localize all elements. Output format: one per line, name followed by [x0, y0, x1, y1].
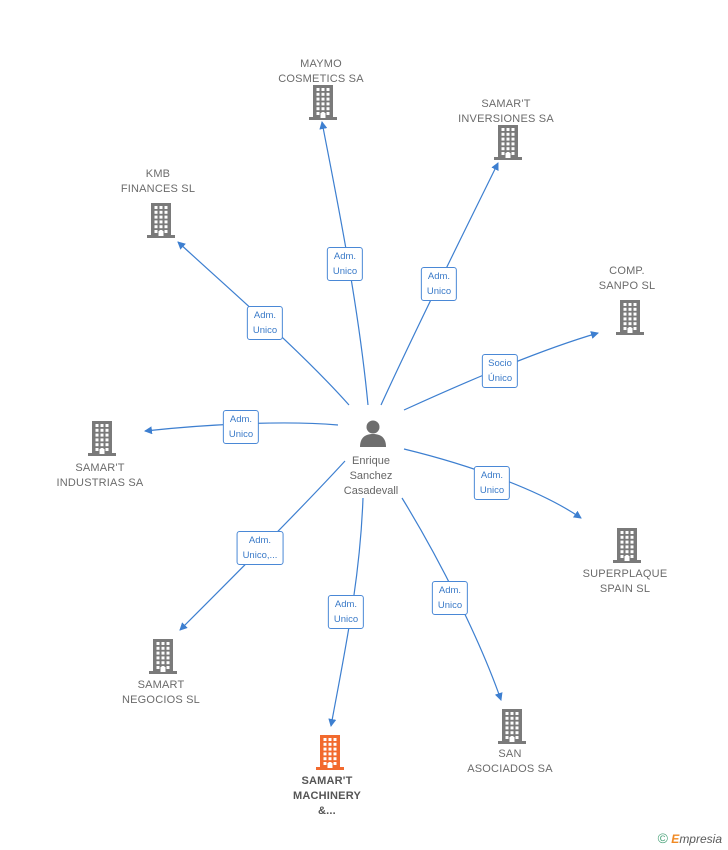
company-label: SAMAR'T INVERSIONES SA [458, 98, 554, 125]
brand-name: mpresia [679, 832, 722, 846]
company-label: SAN ASOCIADOS SA [467, 748, 553, 775]
person-icon [360, 420, 386, 447]
brand-initial: E [671, 832, 680, 846]
relationship-label-samart-inversiones: Adm. Unico [420, 267, 458, 301]
relationship-label-superplaque: Adm. Unico [473, 466, 511, 500]
copyright-symbol: © [657, 830, 668, 846]
brand-watermark: © Empresia [658, 830, 722, 846]
building-icon [494, 125, 522, 160]
relationship-label-san-asociados: Adm. Unico [431, 581, 469, 615]
building-icon [309, 85, 337, 120]
company-label: SAMAR'T INDUSTRIAS SA [56, 462, 144, 489]
company-label: SUPERPLAQUE SPAIN SL [582, 568, 668, 595]
company-label: KMB FINANCES SL [120, 168, 196, 195]
relationship-label-maymo: Adm. Unico [326, 247, 364, 281]
person-name: Enrique Sanchez Casadevall [343, 455, 399, 497]
building-icon [316, 735, 344, 770]
building-icon [147, 203, 175, 238]
building-icon [616, 300, 644, 335]
company-label: MAYMO COSMETICS SA [278, 58, 364, 85]
relationship-label-samart-machinery: Adm. Unico [327, 595, 365, 629]
company-label: SAMAR'T MACHINERY &... [292, 775, 361, 817]
company-label: SAMART NEGOCIOS SL [122, 679, 200, 706]
building-icon [149, 639, 177, 674]
relationship-label-kmb: Adm. Unico [246, 306, 284, 340]
company-label: COMP. SANPO SL [598, 265, 656, 292]
relationship-label-comp-sanpo: Socio Único [481, 354, 519, 388]
relationship-label-samart-industrias: Adm. Unico [222, 410, 260, 444]
relationship-label-samart-negocios: Adm. Unico,... [236, 531, 284, 565]
building-icon [613, 528, 641, 563]
building-icon [88, 421, 116, 456]
building-icon [498, 709, 526, 744]
